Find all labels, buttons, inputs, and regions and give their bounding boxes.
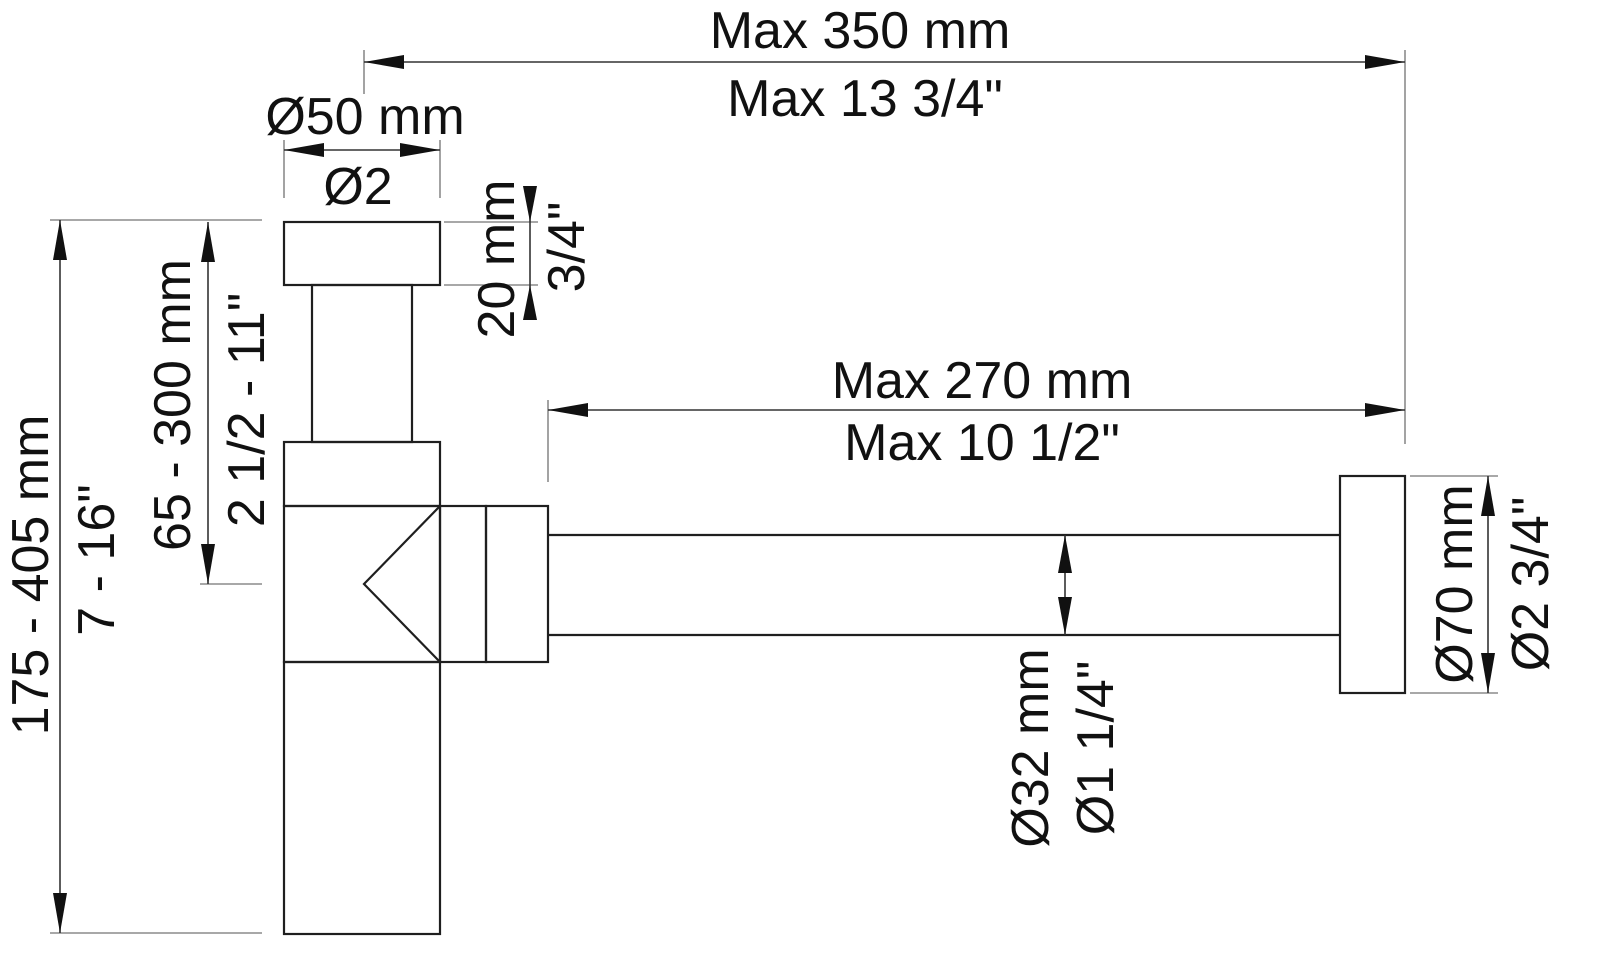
outlet-nut: [438, 504, 488, 664]
outlet-length-metric-label: Max 270 mm: [832, 352, 1133, 410]
wall-flange-diameter-metric-label: Ø70 mm: [1426, 484, 1484, 683]
overall-width-metric-label: Max 350 mm: [710, 2, 1011, 60]
arrow-left: [548, 403, 588, 417]
flange-diameter-imperial-label: Ø2: [323, 158, 392, 216]
inlet-tube: [310, 283, 414, 444]
arrow-up: [1481, 476, 1495, 516]
arrow-right: [400, 143, 440, 157]
flange-diameter-metric-label: Ø50 mm: [265, 88, 464, 146]
dimension-arrows: [53, 55, 1495, 933]
pipe-diameter-metric-label: Ø32 mm: [1002, 648, 1060, 847]
bottle-trap-body: [282, 220, 1407, 936]
total-height-metric-label: 175 - 405 mm: [2, 415, 60, 736]
inlet-height-imperial-label: 2 1/2 - 11": [218, 293, 276, 527]
trap-collar: [282, 440, 442, 508]
wall-flange-diameter-imperial-label: Ø2 3/4": [1502, 497, 1560, 672]
overall-width-imperial-label: Max 13 3/4": [727, 70, 1003, 128]
arrow-down: [53, 893, 67, 933]
arrow-down: [1481, 653, 1495, 693]
outlet-nut-band: [484, 504, 550, 664]
arrow-right: [1365, 403, 1405, 417]
arrow-up: [201, 222, 215, 262]
arrow-right: [1365, 55, 1405, 69]
wall-flange: [1338, 474, 1407, 695]
arrow-down: [523, 186, 537, 222]
pipe-diameter-imperial-label: Ø1 1/4": [1067, 661, 1125, 836]
top-flange-cap: [282, 220, 442, 287]
total-height-imperial-label: 7 - 16": [68, 484, 126, 635]
inlet-height-metric-label: 65 - 300 mm: [144, 259, 202, 551]
flange-height-metric-label: 20 mm: [468, 180, 526, 339]
arrow-down: [201, 544, 215, 584]
bottle-bottom: [282, 660, 442, 936]
flange-height-imperial-label: 3/4": [538, 202, 596, 293]
arrow-down: [1058, 597, 1072, 635]
arrow-left: [364, 55, 404, 69]
trap-junction-chevron: [362, 505, 441, 663]
arrow-left: [284, 143, 324, 157]
outlet-length-imperial-label: Max 10 1/2": [844, 414, 1120, 472]
dimension-labels: Max 350 mm Max 13 3/4" Ø50 mm Ø2 Max 270…: [2, 2, 1560, 848]
arrow-up: [523, 285, 537, 320]
arrow-up: [1058, 535, 1072, 573]
arrow-up: [53, 220, 67, 260]
